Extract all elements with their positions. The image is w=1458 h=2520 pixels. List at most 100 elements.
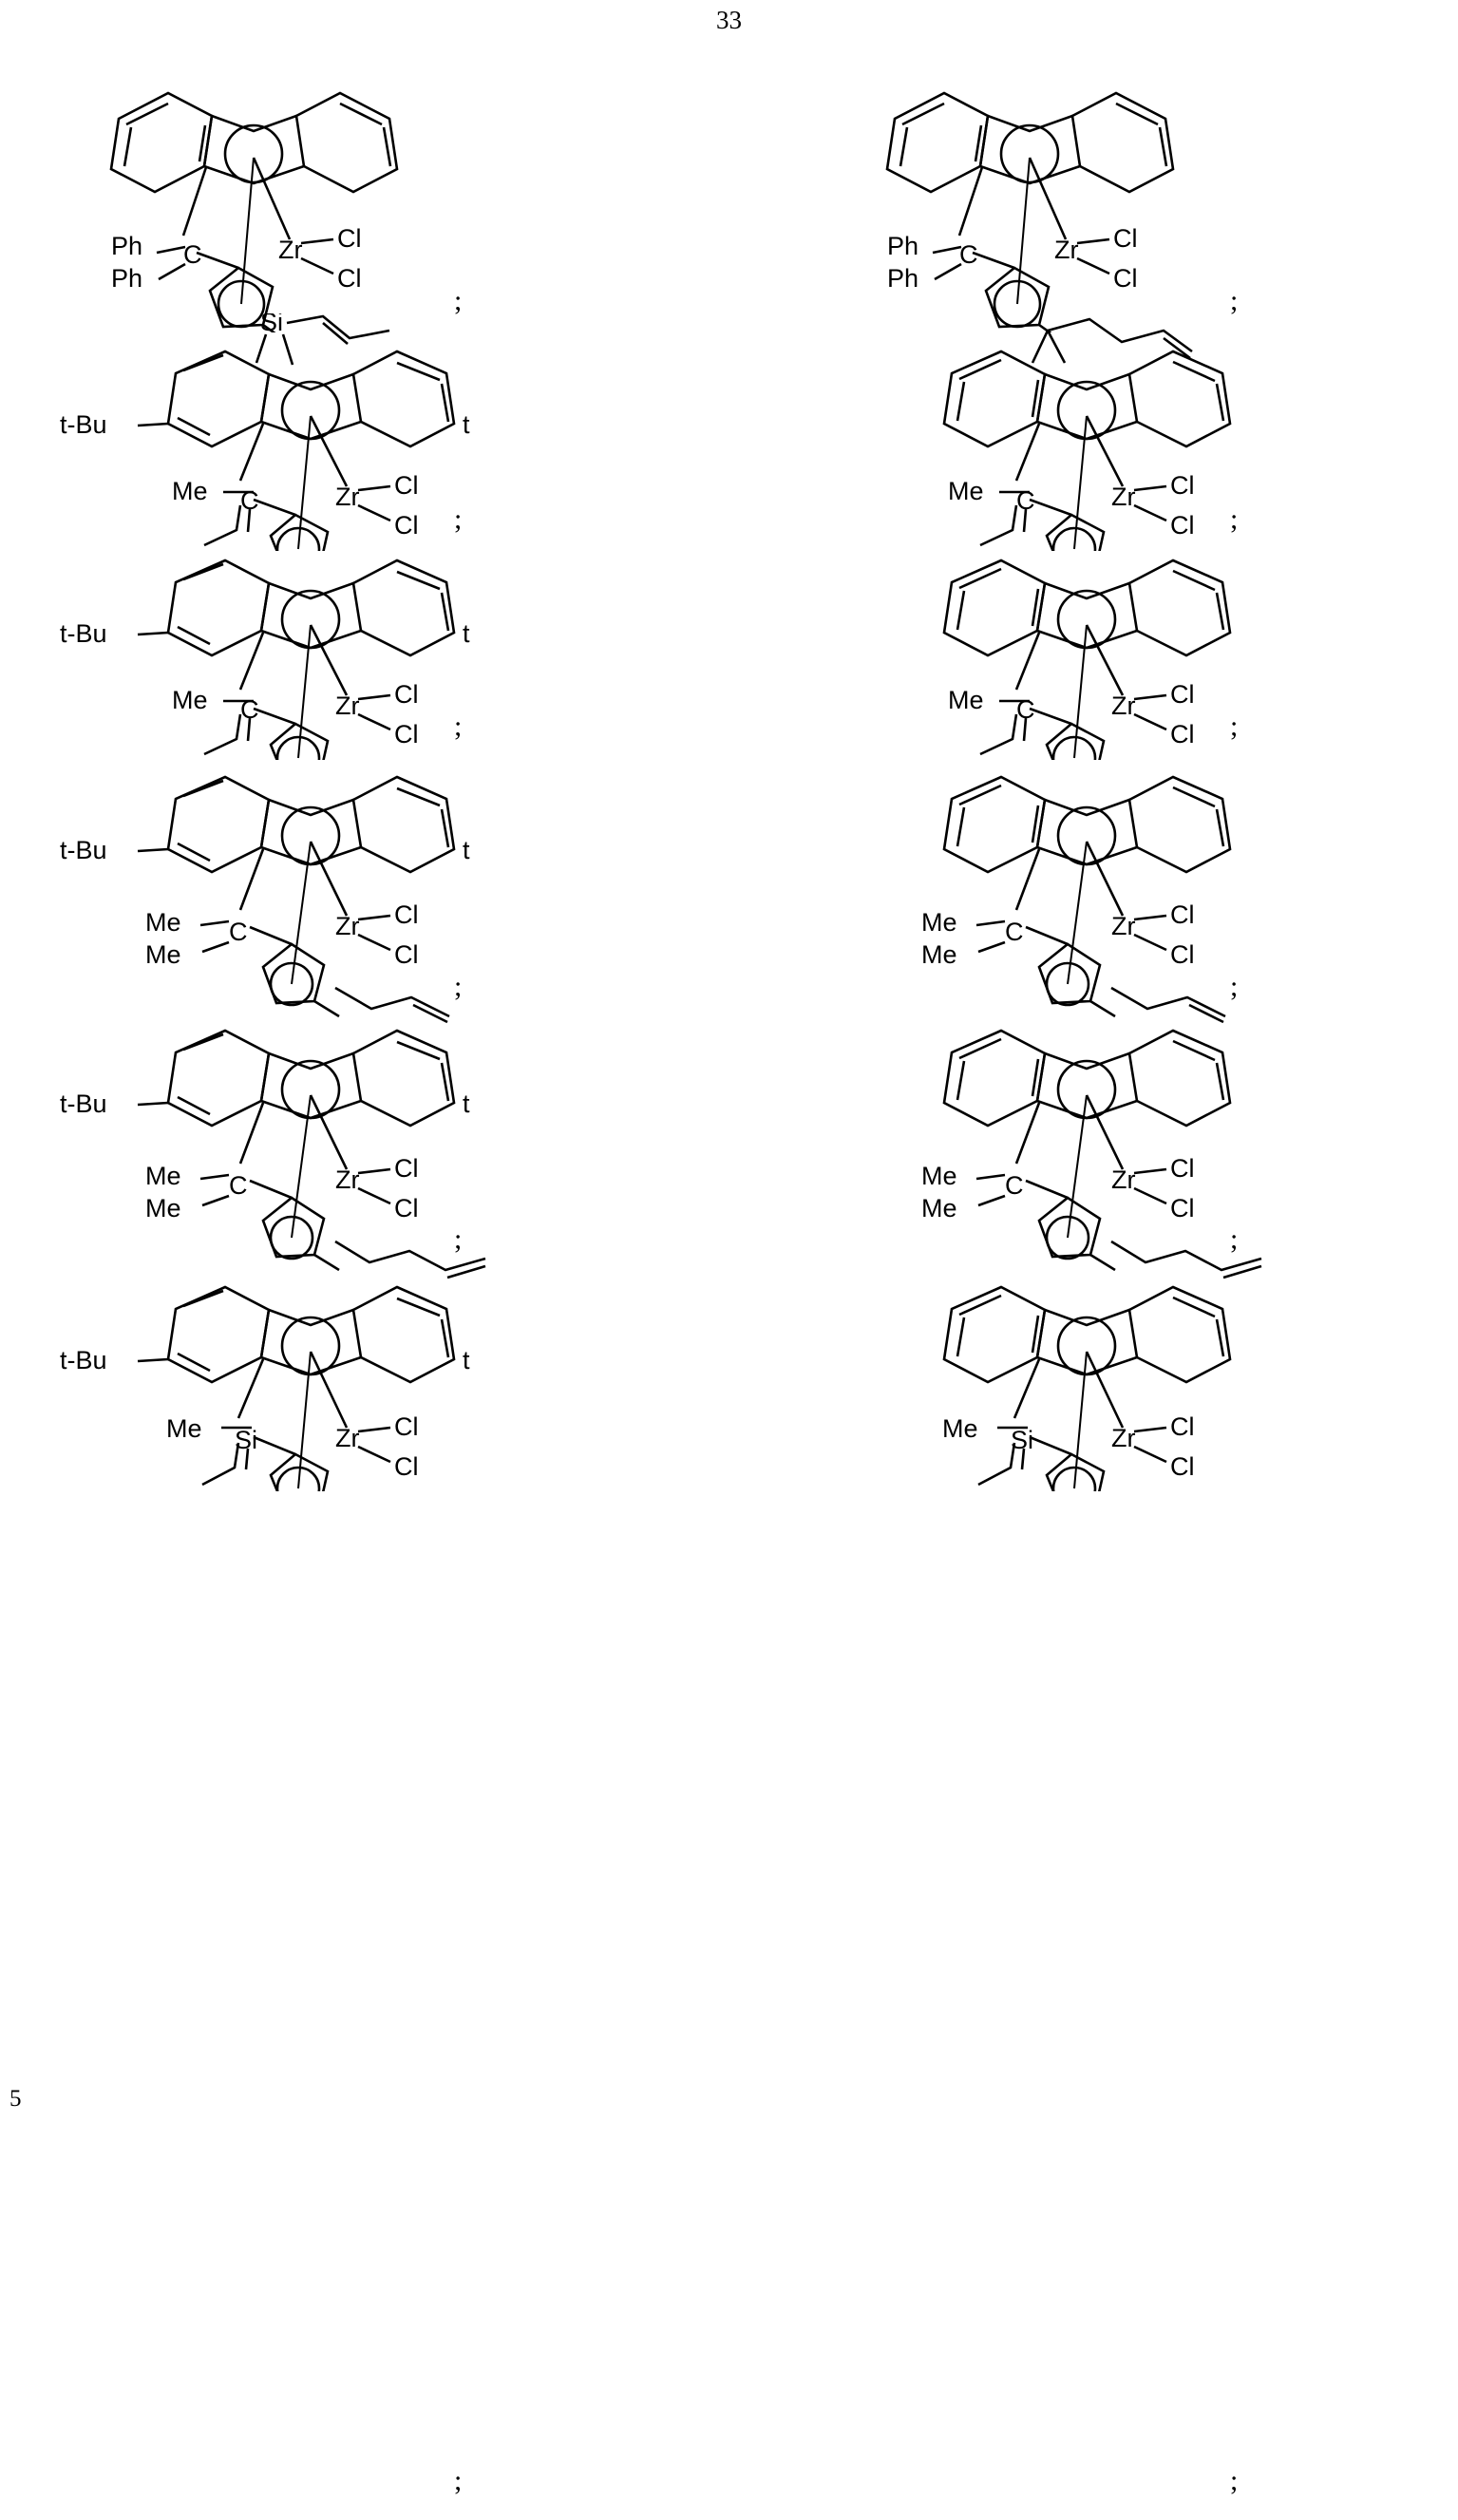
label-tbu-left: t-Bu bbox=[60, 410, 107, 439]
label-cl-bottom: Cl bbox=[337, 264, 362, 293]
chemical-structure-12: Me Si Zr Cl Cl bbox=[809, 1278, 1246, 1491]
chemical-structure-3: t-Bu t-Bu Me C Zr Cl Cl bbox=[33, 342, 470, 551]
chemical-structure-2-gem-dimethyl-chain bbox=[1002, 313, 1249, 380]
separator-semicolon: ; bbox=[1230, 2465, 1239, 2496]
label-cl-bottom: Cl bbox=[394, 1194, 419, 1222]
label-tbu-right: t-Bu bbox=[463, 410, 470, 439]
label-metal-zr: Zr bbox=[1111, 1424, 1135, 1452]
chemical-structure-7-butenyl-chain bbox=[328, 984, 508, 1032]
label-metal-zr: Zr bbox=[1054, 236, 1078, 264]
label-metal-zr: Zr bbox=[335, 483, 359, 511]
label-bridge-si: Si bbox=[235, 1426, 257, 1454]
label-metal-zr: Zr bbox=[335, 1424, 359, 1452]
label-cl-bottom: Cl bbox=[1170, 940, 1195, 969]
label-tbu-left: t-Bu bbox=[60, 1089, 107, 1118]
separator-semicolon: ; bbox=[454, 971, 463, 1002]
chemical-structure-1-si-group: Si bbox=[228, 313, 475, 380]
label-cl-bottom: Cl bbox=[1170, 1452, 1195, 1481]
separator-semicolon: ; bbox=[454, 2465, 463, 2496]
label-cl-bottom: Cl bbox=[394, 720, 419, 748]
chemical-structure-2: Ph Ph C Zr Cl Cl bbox=[828, 66, 1237, 332]
label-me-top: Me bbox=[921, 908, 957, 937]
label-metal-zr: Zr bbox=[335, 692, 359, 720]
chemical-structure-1: Ph Ph C Zr Cl Cl bbox=[52, 66, 461, 332]
label-ph-bottom: Ph bbox=[887, 264, 918, 293]
label-metal-zr: Zr bbox=[1111, 483, 1135, 511]
label-me-bottom: Me bbox=[921, 940, 957, 969]
label-cl-top: Cl bbox=[1113, 224, 1138, 253]
label-bridge-c: C bbox=[240, 695, 259, 724]
label-metal-zr: Zr bbox=[1111, 912, 1135, 940]
label-cl-top: Cl bbox=[1170, 680, 1195, 709]
label-tbu-left: t-Bu bbox=[60, 836, 107, 864]
label-me-bottom: Me bbox=[921, 1194, 957, 1222]
label-me: Me bbox=[172, 477, 208, 505]
label-cl-top: Cl bbox=[394, 471, 419, 500]
label-cl-bottom: Cl bbox=[1170, 1194, 1195, 1222]
label-ph-top: Ph bbox=[887, 232, 918, 260]
label-bridge-c: C bbox=[959, 240, 978, 269]
separator-semicolon: ; bbox=[1230, 1223, 1239, 1255]
label-cl-bottom: Cl bbox=[394, 940, 419, 969]
label-bridge-c: C bbox=[1016, 486, 1035, 515]
chemical-structure-4: Me C Zr Cl Cl bbox=[809, 342, 1246, 551]
chemical-structure-10-pentenyl-chain bbox=[1104, 1238, 1313, 1285]
label-metal-zr: Zr bbox=[1111, 692, 1135, 720]
chemical-structure-7: t-Bu t-Bu Me Me C Zr Cl Cl bbox=[33, 767, 470, 1024]
label-tbu-right: t-Bu bbox=[463, 1089, 470, 1118]
chemical-structure-9-pentenyl-chain bbox=[328, 1238, 537, 1285]
label-me: Me bbox=[948, 686, 984, 714]
chemical-structure-10: Me Me C Zr Cl Cl bbox=[809, 1021, 1246, 1278]
label-cl-top: Cl bbox=[394, 1412, 419, 1441]
label-bridge-c: C bbox=[183, 240, 202, 269]
label-bridge-c: C bbox=[1005, 918, 1024, 946]
label-me: Me bbox=[942, 1414, 978, 1443]
label-me-bottom: Me bbox=[145, 940, 181, 969]
chemical-structure-5: t-Bu t-Bu Me C Zr Cl Cl bbox=[33, 551, 470, 760]
label-cl-top: Cl bbox=[1170, 471, 1195, 500]
label-me-bottom: Me bbox=[145, 1194, 181, 1222]
line-number-5: 5 bbox=[9, 2086, 22, 2112]
label-metal-zr: Zr bbox=[335, 1165, 359, 1194]
label-bridge-c: C bbox=[1005, 1171, 1024, 1200]
label-bridge-c: C bbox=[229, 1171, 248, 1200]
label-tbu-left: t-Bu bbox=[60, 619, 107, 648]
label-tbu-right: t-Bu bbox=[463, 619, 470, 648]
chemical-structure-9: t-Bu t-Bu Me Me C Zr Cl Cl bbox=[33, 1021, 470, 1278]
label-cl-bottom: Cl bbox=[1170, 511, 1195, 540]
label-bridge-c: C bbox=[240, 486, 259, 515]
label-tbu-right: t-Bu bbox=[463, 1346, 470, 1374]
label-bridge-c: C bbox=[229, 918, 248, 946]
label-si: Si bbox=[260, 313, 283, 336]
label-cl-bottom: Cl bbox=[394, 1452, 419, 1481]
separator-semicolon: ; bbox=[454, 1223, 463, 1255]
label-cl-bottom: Cl bbox=[394, 511, 419, 540]
chemical-structure-8: Me Me C Zr Cl Cl bbox=[809, 767, 1246, 1024]
separator-semicolon: ; bbox=[454, 503, 463, 535]
chemical-structure-6: Me C Zr Cl Cl bbox=[809, 551, 1246, 760]
page-number: 33 bbox=[716, 6, 742, 34]
label-metal-zr: Zr bbox=[278, 236, 302, 264]
label-cl-top: Cl bbox=[1170, 1412, 1195, 1441]
label-cl-top: Cl bbox=[337, 224, 362, 253]
label-me: Me bbox=[948, 477, 984, 505]
label-me-top: Me bbox=[145, 1162, 181, 1190]
label-metal-zr: Zr bbox=[335, 912, 359, 940]
label-tbu-right: t-Bu bbox=[463, 836, 470, 864]
separator-semicolon: ; bbox=[1230, 711, 1239, 742]
separator-semicolon: ; bbox=[454, 285, 463, 316]
label-tbu-left: t-Bu bbox=[60, 1346, 107, 1374]
label-cl-bottom: Cl bbox=[1170, 720, 1195, 748]
label-ph-top: Ph bbox=[111, 232, 142, 260]
label-cl-top: Cl bbox=[1170, 1154, 1195, 1183]
label-cl-bottom: Cl bbox=[1113, 264, 1138, 293]
label-me: Me bbox=[172, 686, 208, 714]
separator-semicolon: ; bbox=[1230, 971, 1239, 1002]
label-bridge-c: C bbox=[1016, 695, 1035, 724]
label-cl-top: Cl bbox=[394, 900, 419, 929]
label-cl-top: Cl bbox=[1170, 900, 1195, 929]
separator-semicolon: ; bbox=[1230, 503, 1239, 535]
label-me-top: Me bbox=[145, 908, 181, 937]
label-bridge-si: Si bbox=[1011, 1426, 1033, 1454]
